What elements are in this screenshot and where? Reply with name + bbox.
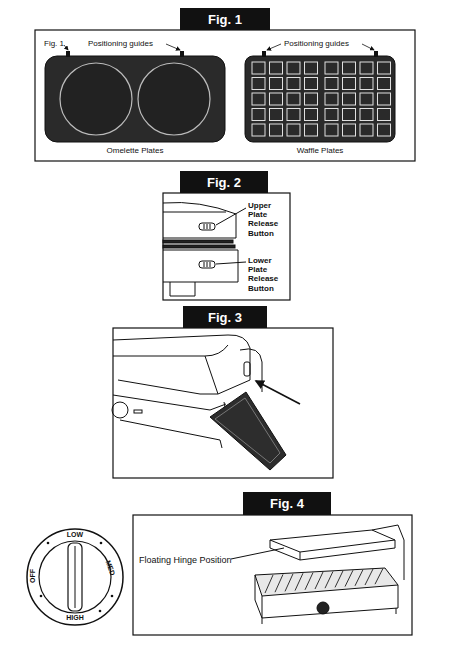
figure-title: Fig. 1 [208, 12, 242, 27]
callout-label: Floating Hinge Position [139, 555, 249, 565]
callout-label: LOW [63, 531, 87, 539]
callout-label: OFF [29, 564, 37, 588]
callout-label: Lower Plate Release Button [248, 256, 289, 293]
figure-tab: Fig. 3 [183, 306, 267, 328]
callout-label: Positioning guides [284, 39, 362, 48]
temperature-dial [27, 529, 123, 625]
figure-frame [35, 30, 415, 161]
callout-label: Positioning guides [88, 39, 168, 48]
figure-tab: Fig. 2 [180, 171, 268, 193]
figure-title: Fig. 4 [270, 496, 304, 511]
callout-label: Upper Plate Release Button [248, 201, 289, 238]
grill-floating-hinge [231, 525, 404, 624]
figure-title: Fig. 3 [208, 310, 242, 325]
positioning-guide [66, 51, 70, 57]
callout-label: Waffle Plates [270, 146, 370, 155]
figure-title: Fig. 2 [207, 175, 241, 190]
grill-with-drip-tray [112, 335, 300, 470]
positioning-guide [374, 51, 378, 57]
callout-label: Fig. 1 [44, 39, 74, 48]
figure-frame [133, 515, 412, 635]
figure-tab: Fig. 1 [180, 8, 270, 30]
omelette-plate [45, 56, 225, 142]
waffle-plate [245, 56, 395, 142]
positioning-guide [180, 51, 184, 57]
grill-side-view [163, 202, 246, 296]
figure-tab: Fig. 4 [243, 492, 331, 515]
figure-frame [113, 328, 333, 478]
figure-frame [163, 193, 290, 300]
callout-label: HIGH [61, 614, 89, 622]
callout-label: Omelette Plates [85, 146, 185, 155]
waffle-grid [252, 62, 391, 136]
positioning-guide [262, 51, 266, 57]
